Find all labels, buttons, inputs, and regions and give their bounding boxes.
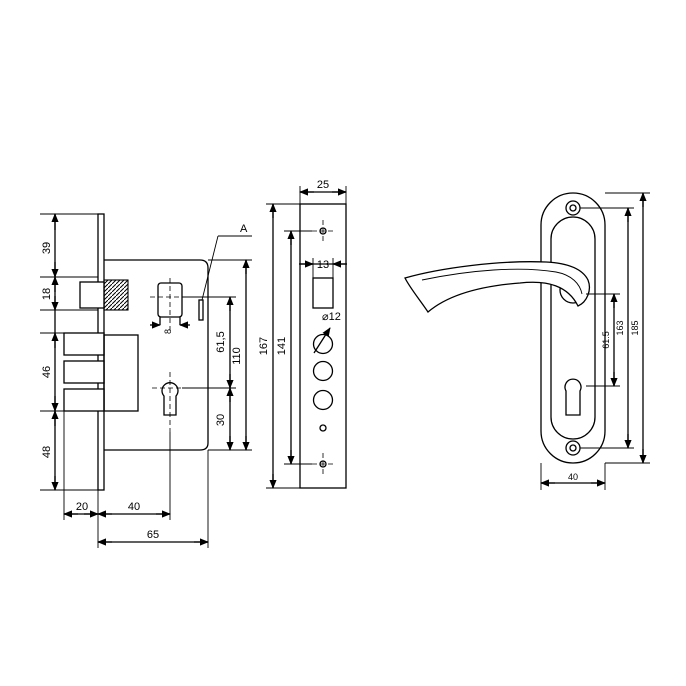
- dim-39-label: 39: [41, 242, 53, 254]
- handle-dim-61-5-label: 61.5: [601, 331, 611, 349]
- handle-dim-163-label: 163: [615, 320, 625, 335]
- deadbolt-1: [63, 332, 105, 356]
- latch-bolt: [79, 281, 105, 309]
- handle-keyhole: [564, 378, 582, 416]
- lock-body-view: 8 A 39 18 46 48: [40, 213, 252, 548]
- handle-screw-bottom: [565, 440, 581, 456]
- latch-window: [312, 277, 334, 309]
- handle-dim-185-label: 185: [630, 320, 640, 335]
- dim-65-label: 65: [147, 529, 159, 541]
- handle-lever: [404, 261, 591, 313]
- deadbolt-3: [63, 388, 105, 412]
- latch-spring: [103, 279, 129, 311]
- dim-46-label: 46: [41, 366, 53, 378]
- faceplate-view: ⌀12 25 13 167 141: [258, 179, 347, 489]
- dim-18-label: 18: [41, 288, 53, 300]
- dim-13-label: 13: [317, 259, 329, 271]
- handle-plate-outer: [540, 192, 606, 464]
- follower: [150, 278, 190, 330]
- dim-d12-label: ⌀12: [322, 311, 341, 323]
- dim-61-5-label: 61,5: [215, 331, 227, 352]
- cylinder-cutout: [161, 382, 179, 416]
- lock-case: [104, 259, 209, 451]
- handle-plate-inner: [550, 216, 596, 440]
- dim-48-label: 48: [41, 446, 53, 458]
- bolt-hole-3: [312, 389, 334, 411]
- handle-dim-40-label: 40: [568, 472, 578, 482]
- bolt-hole-1: [312, 333, 334, 355]
- item-a-part: [198, 299, 204, 321]
- dim-40-label: 40: [128, 501, 140, 513]
- label-a: A: [240, 223, 248, 235]
- faceplate-small-hole: [319, 424, 327, 432]
- bolt-carrier: [103, 334, 139, 412]
- handle-view: 40 185 163 61.5: [404, 192, 650, 490]
- dim-110-label: 110: [231, 347, 243, 365]
- dim-25-label: 25: [317, 179, 329, 191]
- bolt-hole-2: [312, 360, 334, 382]
- dim-30-label: 30: [215, 414, 227, 426]
- handle-screw-top: [565, 200, 581, 216]
- dim-167-label: 167: [258, 337, 270, 355]
- deadbolt-2: [63, 360, 105, 384]
- faceplate-outline: [299, 203, 347, 489]
- dim-8-label: 8: [163, 329, 173, 334]
- dim-141-label: 141: [276, 337, 288, 355]
- dim-20-label: 20: [76, 501, 88, 513]
